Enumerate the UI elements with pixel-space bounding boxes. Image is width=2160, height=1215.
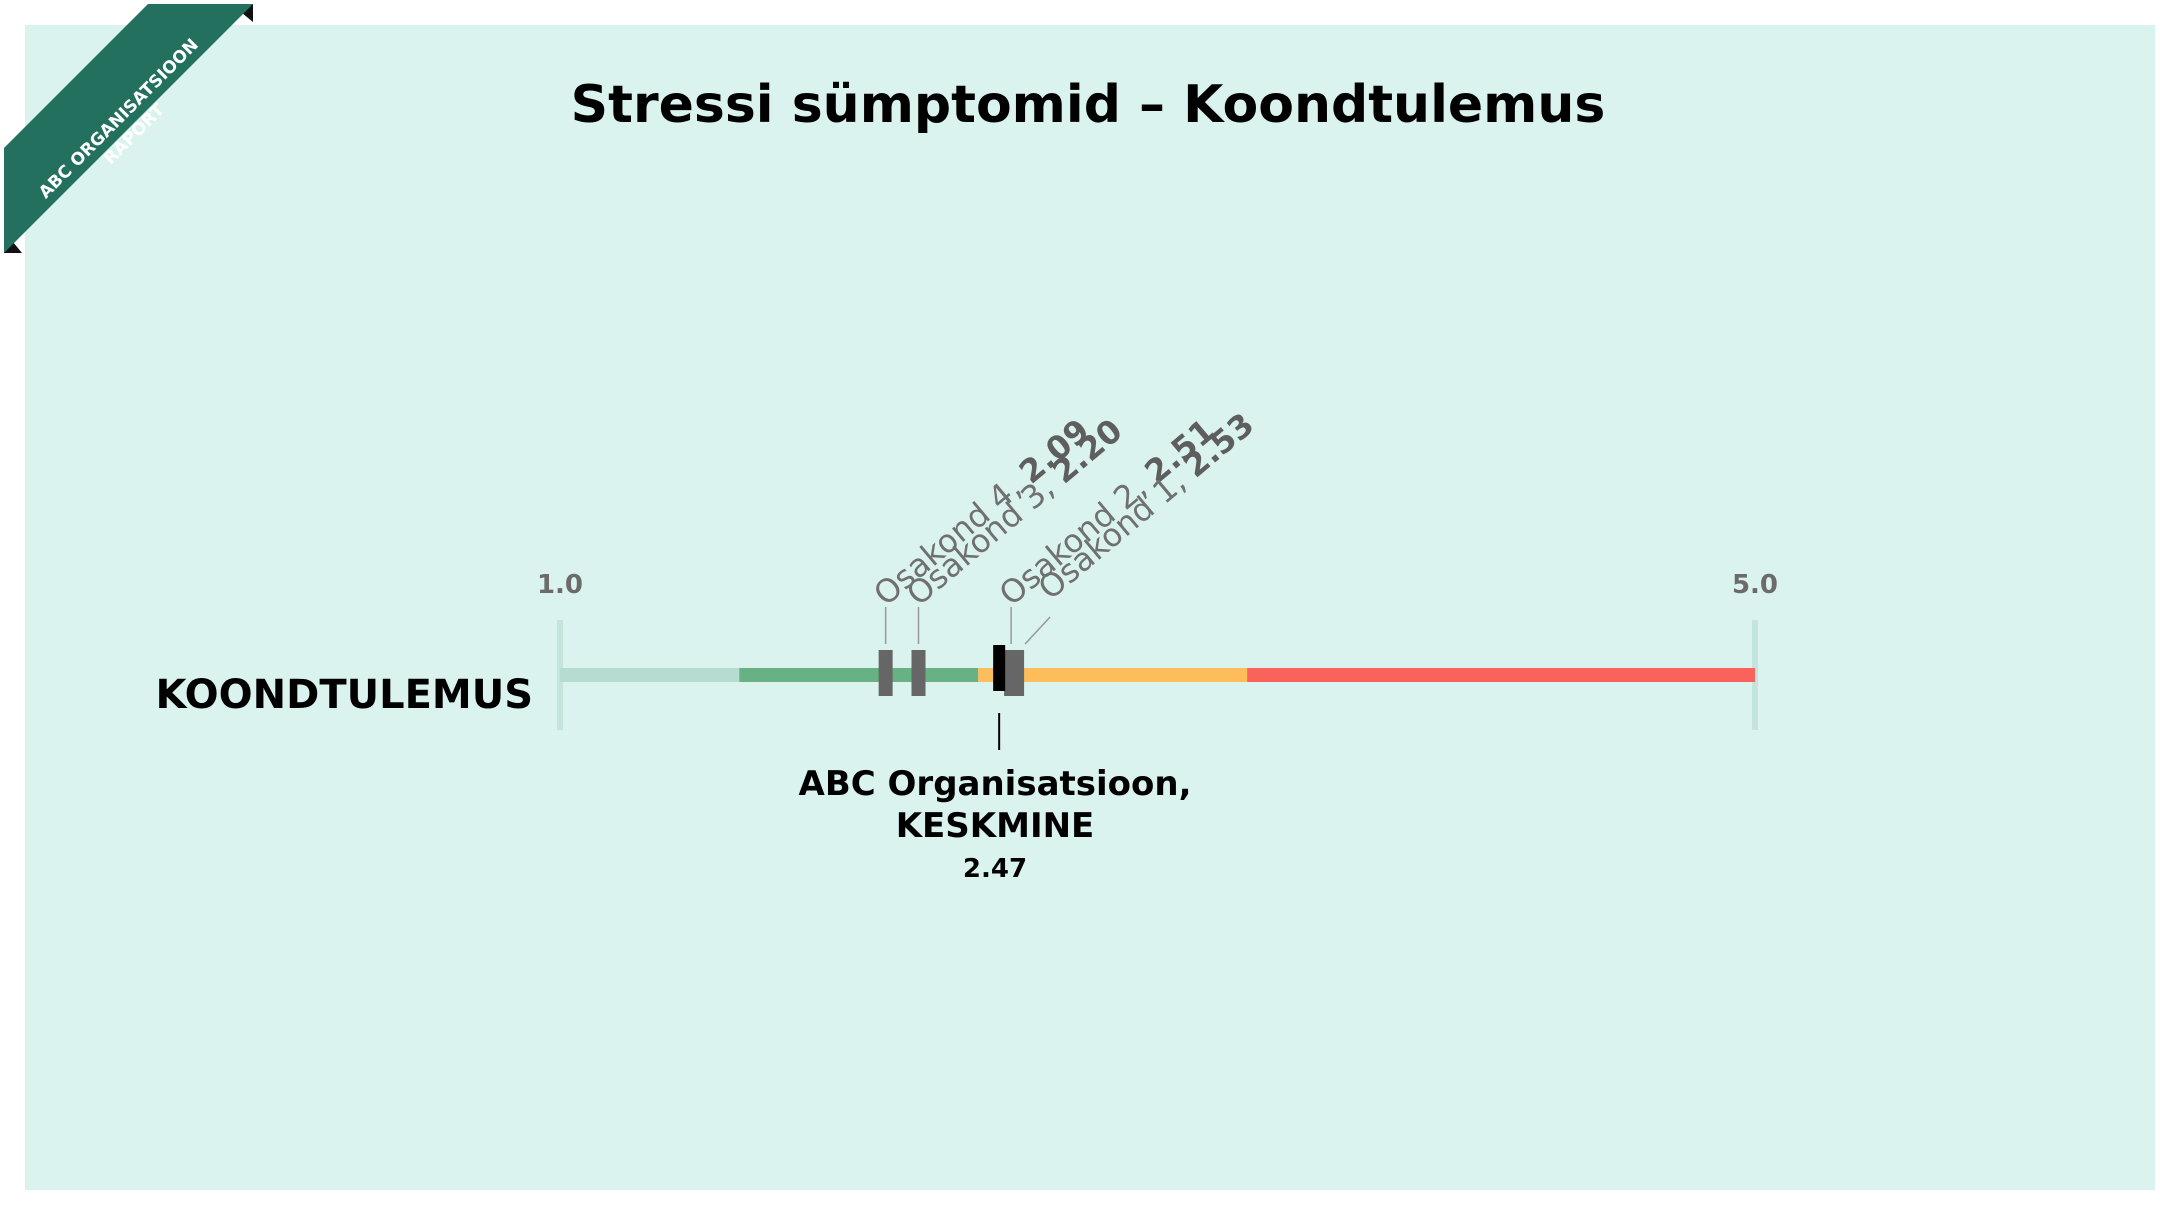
axis: 1.0 5.0: [537, 570, 1778, 730]
row-label: KOONDTULEMUS: [155, 672, 533, 718]
department-marker: [1010, 650, 1025, 696]
axis-tick-label: 5.0: [1732, 570, 1778, 600]
department-marker: [911, 650, 926, 696]
score-band: [978, 668, 1248, 682]
report-ribbon: ABC ORGANISATSIOON RAPORT: [4, 4, 253, 253]
organization-label-line-2: KESKMINE: [896, 806, 1095, 846]
organization-marker: ABC Organisatsioon,KESKMINE 2.47: [799, 645, 1192, 884]
organization-marker-bar: [993, 645, 1006, 691]
department-leader-line: [1024, 616, 1051, 645]
axis-tick-label: 1.0: [537, 570, 583, 600]
score-band: [739, 668, 979, 682]
score-bands: [560, 668, 1755, 682]
organization-label-line-1: ABC Organisatsioon,: [799, 764, 1192, 804]
bullet-chart: Stressi sümptomid – Koondtulemus KOONDTU…: [155, 75, 1778, 884]
ribbon-band: [4, 4, 253, 253]
chart-area: Stressi sümptomid – Koondtulemus KOONDTU…: [25, 25, 2155, 1190]
score-band: [560, 668, 740, 682]
department-marker: [878, 650, 893, 696]
organization-value: 2.47: [963, 854, 1027, 884]
score-band: [1247, 668, 1755, 682]
chart-title: Stressi sümptomid – Koondtulemus: [571, 75, 1606, 135]
